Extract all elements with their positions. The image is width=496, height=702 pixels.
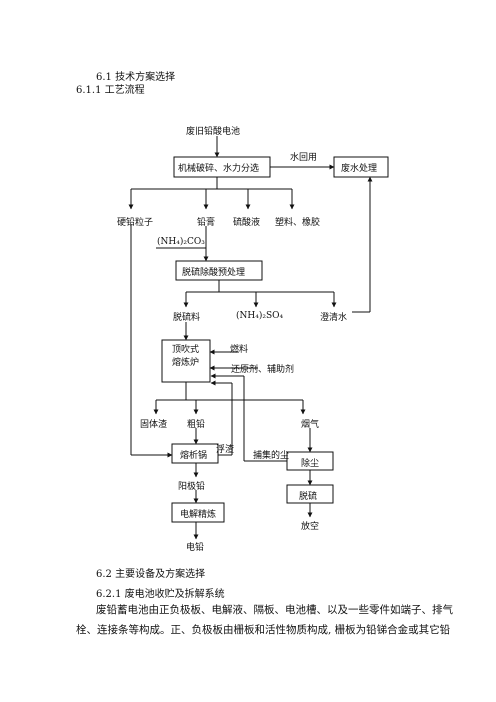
label-reductant: 还原剂、辅助剂 — [231, 365, 295, 375]
label-solid-slag: 固体渣 — [140, 420, 168, 430]
label-flue-gas: 烟气 — [301, 420, 320, 430]
label-anode-lead: 阳极铅 — [178, 482, 206, 492]
section-heading-6-2-1: 6.2.1 废电池收贮及拆解系统 — [96, 589, 225, 600]
label-ammonium-carbonate: (NH₄)₂CO₃ — [157, 237, 205, 247]
label-spent-battery: 废旧铅酸电池 — [186, 127, 241, 137]
label-ammonium-sulfate: (NH₄)₂SO₄ — [236, 311, 284, 321]
label-captured-dust: 捕集的尘 — [253, 451, 290, 461]
label-desulfurization: 脱硫 — [299, 492, 318, 502]
section-heading-6-1: 6.1 技术方案选择 — [96, 72, 176, 83]
label-furnace: 顶吹式熔炼炉 — [172, 345, 200, 368]
body-paragraph-line-1: 废铅蓄电池由正负极板、电解液、隔板、电池槽、以及一些零件如端子、排气 — [96, 604, 453, 616]
label-hard-lead-grains: 硬铅粒子 — [117, 218, 154, 228]
label-dross: 浮渣 — [216, 445, 235, 455]
body-paragraph-line-2: 栓、连接条等构成。正、负极板由栅板和活性物质构成, 栅板为铅锑合金或其它铅 — [76, 624, 451, 636]
label-crude-lead: 粗铅 — [187, 420, 206, 430]
label-electrolytic-lead: 电铅 — [186, 543, 205, 553]
label-electrolytic-refining: 电解精炼 — [180, 510, 217, 520]
section-heading-6-2: 6.2 主要设备及方案选择 — [96, 569, 206, 580]
label-clear-water: 澄清水 — [320, 313, 348, 323]
label-water-return: 水回用 — [290, 153, 318, 163]
label-desulfurized-material: 脱硫料 — [173, 313, 201, 323]
label-sulfuric-acid: 硫酸液 — [233, 218, 261, 228]
label-vent: 放空 — [301, 522, 320, 532]
label-refining-pot: 熔析锅 — [180, 451, 208, 461]
label-crush-separate: 机械破碎、水力分选 — [178, 164, 260, 174]
label-plastic-rubber: 塑料、橡胶 — [275, 218, 321, 228]
section-heading-6-1-1: 6.1.1 工艺流程 — [76, 85, 145, 96]
label-lead-paste: 铅膏 — [197, 218, 216, 228]
label-fuel: 燃料 — [230, 345, 249, 355]
label-dust-removal: 除尘 — [301, 459, 320, 469]
label-desulfurize-pretreat: 脱硫除酸预处理 — [182, 268, 246, 278]
label-wastewater: 废水处理 — [341, 164, 378, 174]
